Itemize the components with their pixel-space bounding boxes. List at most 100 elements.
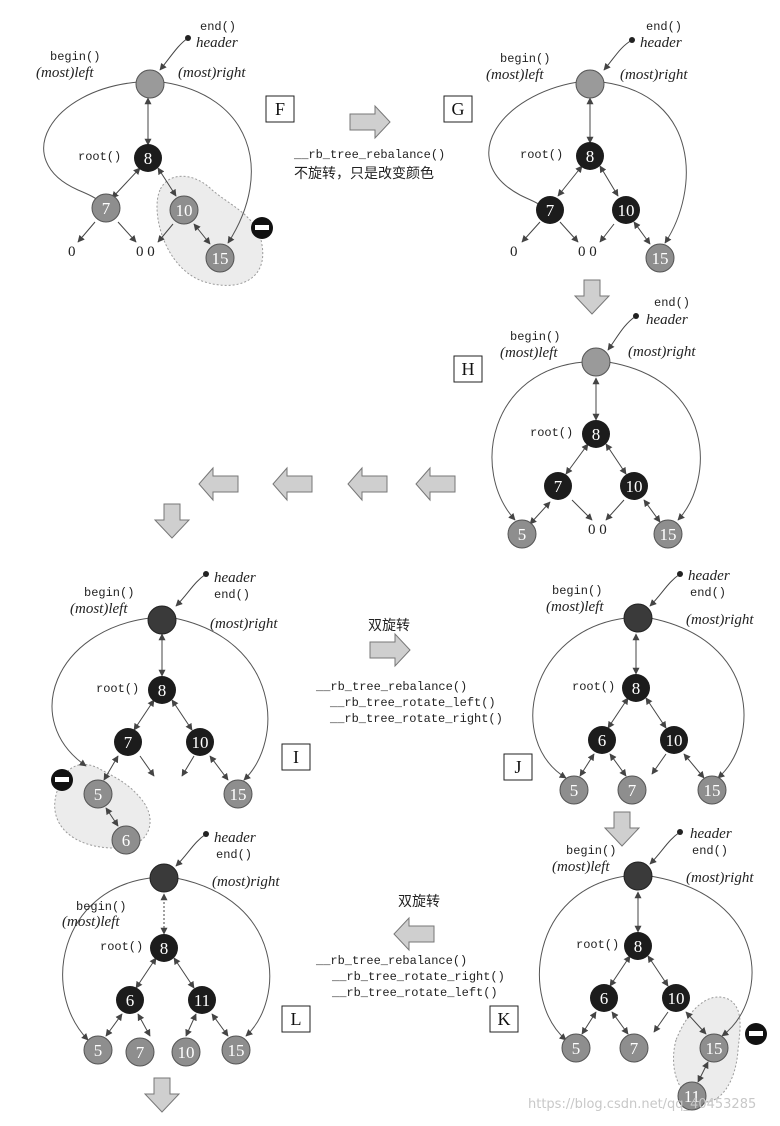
root-label: root() bbox=[530, 426, 573, 440]
node-15 bbox=[697, 775, 727, 805]
most-right-label: (most)right bbox=[212, 874, 280, 890]
node-7 bbox=[125, 1037, 155, 1067]
end-label: end() bbox=[216, 848, 252, 862]
most-left-label: (most)left bbox=[62, 914, 120, 930]
header-label: header bbox=[640, 35, 682, 51]
node-10-label: 10 bbox=[626, 477, 643, 496]
left-arrows-row bbox=[153, 466, 456, 539]
node-10-label: 10 bbox=[178, 1043, 195, 1062]
node-5 bbox=[507, 519, 537, 549]
node-11-label: 11 bbox=[194, 991, 210, 1010]
node-6-label: 6 bbox=[598, 731, 607, 750]
node-10 bbox=[169, 195, 199, 225]
root-label: root() bbox=[520, 148, 563, 162]
transition-k-l: 双旋转 __rb_tree_rebalance() __rb_tree_rota… bbox=[315, 894, 505, 1000]
node-6-label: 6 bbox=[126, 991, 135, 1010]
header-label: header bbox=[196, 35, 238, 51]
node-10 bbox=[620, 472, 648, 500]
header-left-loop bbox=[43, 81, 139, 203]
node-11-label: 11 bbox=[684, 1087, 700, 1106]
panel-label-h: H bbox=[462, 359, 475, 379]
most-right-label: (most)right bbox=[686, 612, 754, 628]
node-6 bbox=[590, 984, 618, 1012]
node-5 bbox=[561, 1033, 591, 1063]
node-15 bbox=[205, 243, 235, 273]
node-10-label: 10 bbox=[192, 733, 209, 752]
end-label: end() bbox=[214, 588, 250, 602]
node-10-label: 10 bbox=[618, 201, 635, 220]
node-8-label: 8 bbox=[160, 939, 169, 958]
node-15 bbox=[653, 519, 683, 549]
node-15 bbox=[221, 1035, 251, 1065]
minus-badge bbox=[745, 1023, 767, 1045]
root-label: root() bbox=[572, 680, 615, 694]
panel-l: 8 6 11 5 7 10 15 header end() begin() (m… bbox=[62, 830, 311, 1067]
node-6-label: 6 bbox=[600, 989, 609, 1008]
node-15-label: 15 bbox=[660, 525, 677, 544]
header-node bbox=[147, 605, 177, 635]
header-node bbox=[581, 347, 611, 377]
begin-label: begin() bbox=[566, 844, 616, 858]
node-7-label: 7 bbox=[546, 201, 555, 220]
node-10 bbox=[662, 984, 690, 1012]
node-10 bbox=[612, 196, 640, 224]
node-6-label: 6 bbox=[122, 831, 131, 850]
node-6 bbox=[116, 986, 144, 1014]
node-7-label: 7 bbox=[136, 1043, 145, 1062]
root-label: root() bbox=[100, 940, 143, 954]
node-7-label: 7 bbox=[554, 477, 563, 496]
null-pair-label: 0 0 bbox=[578, 244, 597, 260]
transition-f-g: __rb_tree_rebalance() 不旋转，只是改变颜色 bbox=[293, 104, 445, 182]
watermark: https://blog.csdn.net/qq_40453285 bbox=[528, 1097, 756, 1112]
node-7 bbox=[617, 775, 647, 805]
node-8-label: 8 bbox=[158, 681, 167, 700]
header-label: header bbox=[646, 312, 688, 328]
ij-function-1: __rb_tree_rebalance() bbox=[315, 680, 467, 694]
node-15-label: 15 bbox=[228, 1041, 245, 1060]
node-11 bbox=[677, 1081, 707, 1111]
minus-badge bbox=[251, 217, 273, 239]
end-label: end() bbox=[654, 296, 690, 310]
node-5-label: 5 bbox=[94, 785, 103, 804]
node-5 bbox=[559, 775, 589, 805]
panel-label-g: G bbox=[452, 99, 465, 119]
panel-label-l: L bbox=[291, 1009, 302, 1029]
begin-label: begin() bbox=[552, 584, 602, 598]
node-5-label: 5 bbox=[94, 1041, 103, 1060]
node-7 bbox=[91, 193, 121, 223]
null-pair-label: 0 0 bbox=[136, 244, 155, 260]
fg-note-label: 不旋转，只是改变颜色 bbox=[294, 165, 434, 182]
begin-label: begin() bbox=[76, 900, 126, 914]
node-7-label: 7 bbox=[102, 199, 111, 218]
minus-badge bbox=[51, 769, 73, 791]
panel-label-f: F bbox=[275, 99, 285, 119]
most-right-label: (most)right bbox=[620, 67, 688, 83]
kl-function-3: __rb_tree_rotate_left() bbox=[331, 986, 498, 1000]
node-8 bbox=[134, 144, 162, 172]
most-left-label: (most)left bbox=[36, 65, 94, 81]
node-8 bbox=[622, 674, 650, 702]
header-node bbox=[575, 69, 605, 99]
node-8 bbox=[576, 142, 604, 170]
null-pair-label: 0 0 bbox=[588, 522, 607, 538]
header-label: header bbox=[688, 568, 730, 584]
most-left-label: (most)left bbox=[546, 599, 604, 615]
node-7-label: 7 bbox=[124, 733, 133, 752]
most-right-label: (most)right bbox=[686, 870, 754, 886]
node-8-label: 8 bbox=[144, 149, 153, 168]
node-7 bbox=[114, 728, 142, 756]
node-8 bbox=[150, 934, 178, 962]
node-10-label: 10 bbox=[176, 201, 193, 220]
panel-k: 8 6 10 5 7 15 11 header end() begin() (m… bbox=[489, 826, 767, 1111]
header-node bbox=[135, 69, 165, 99]
arrow-l-next bbox=[143, 1077, 181, 1113]
node-7-label: 7 bbox=[630, 1039, 639, 1058]
node-5 bbox=[83, 779, 113, 809]
node-8-label: 8 bbox=[632, 679, 641, 698]
ij-title-label: 双旋转 bbox=[368, 618, 410, 634]
node-8 bbox=[148, 676, 176, 704]
node-5-label: 5 bbox=[518, 525, 527, 544]
transition-i-j: 双旋转 __rb_tree_rebalance() __rb_tree_rota… bbox=[315, 618, 503, 726]
most-left-label: (most)left bbox=[486, 67, 544, 83]
header-node bbox=[623, 603, 653, 633]
